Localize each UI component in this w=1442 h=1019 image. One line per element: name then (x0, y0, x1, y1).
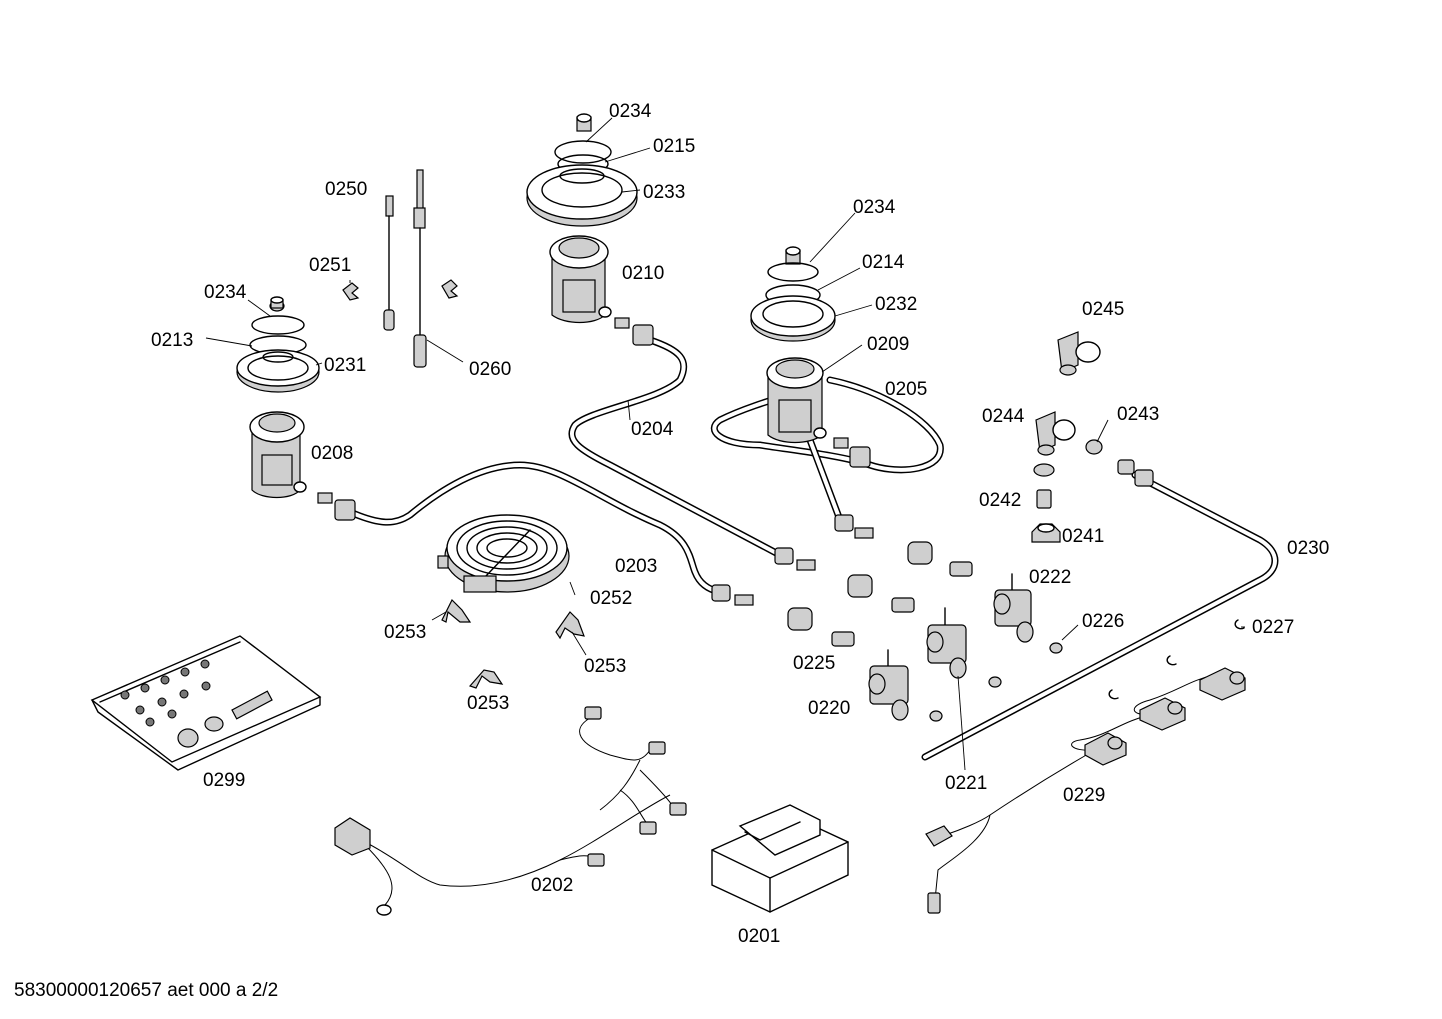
label-0241: 0241 (1062, 526, 1104, 547)
burner-plate-0233 (526, 164, 638, 227)
injector-0234-top (576, 113, 592, 132)
burner-body-0209 (766, 357, 827, 444)
label-0232: 0232 (875, 294, 917, 315)
seal-ring-0214 (767, 262, 819, 282)
leader-lines (205, 117, 1245, 771)
label-0260: 0260 (469, 359, 511, 380)
injector-0234-right (785, 246, 801, 265)
label-0253-a: 0253 (384, 622, 426, 643)
ignition-electrode-0250 (383, 195, 395, 331)
circlip-1 (1166, 655, 1177, 666)
burner-body-0210 (549, 235, 612, 324)
elbow-fitting-0245 (1057, 331, 1101, 376)
label-0234-top: 0234 (609, 101, 652, 122)
sleeve-nut-1 (907, 541, 933, 565)
spring-clip-0253-a (441, 598, 472, 623)
connector-0204-top (614, 317, 654, 346)
gas-tap-0221 (926, 607, 967, 679)
pipe-end-0230 (1117, 459, 1154, 487)
label-0245: 0245 (1082, 299, 1124, 320)
gas-tap-0220 (868, 649, 909, 721)
gas-pipe-0230 (921, 471, 1279, 761)
burner-body-0208 (249, 411, 307, 499)
label-0205: 0205 (885, 379, 927, 400)
label-0234-left: 0234 (204, 282, 247, 303)
label-0253-c: 0253 (467, 693, 509, 714)
label-0229: 0229 (1063, 785, 1105, 806)
sleeve-nut-2 (847, 574, 873, 598)
label-0251: 0251 (309, 255, 351, 276)
oring-2 (929, 710, 943, 722)
label-0244: 0244 (982, 406, 1025, 427)
gas-tap-0222 (993, 573, 1034, 643)
label-0221: 0221 (945, 773, 987, 794)
spark-generator-0201 (711, 804, 849, 913)
label-0208: 0208 (311, 443, 353, 464)
label-0220: 0220 (808, 698, 850, 719)
label-0252: 0252 (590, 588, 632, 609)
nut-0241 (1031, 523, 1061, 543)
label-0203: 0203 (615, 556, 657, 577)
label-0213: 0213 (151, 330, 193, 351)
gas-pipe-0205 (710, 376, 944, 524)
label-0214: 0214 (862, 252, 905, 273)
oring-0226 (1049, 642, 1063, 654)
oring-1 (988, 676, 1002, 688)
label-0230: 0230 (1287, 538, 1329, 559)
thermocouple-0260 (413, 169, 427, 368)
hotplate-0252 (437, 514, 570, 593)
ignition-switch-harness-0229 (925, 667, 1246, 914)
seal-ring-0213 (251, 315, 305, 335)
connector-0204-end (774, 547, 816, 571)
label-0243: 0243 (1117, 404, 1159, 425)
label-0250: 0250 (325, 179, 367, 200)
burner-plate-0231 (236, 349, 320, 393)
connector-0203 (317, 492, 356, 521)
clip-0251-right (441, 279, 459, 299)
label-0226: 0226 (1082, 611, 1124, 632)
label-0227: 0227 (1252, 617, 1294, 638)
label-0204: 0204 (631, 419, 674, 440)
label-0209: 0209 (867, 334, 909, 355)
document-id-footer: 58300000120657 aet 000 a 2/2 (14, 980, 279, 1001)
nozzle-2 (891, 597, 915, 613)
injector-0234-left (269, 296, 285, 312)
connector-0205-end (834, 514, 874, 539)
label-0222: 0222 (1029, 567, 1071, 588)
label-0234-right: 0234 (853, 197, 896, 218)
washer-0242-ring (1033, 463, 1055, 477)
nozzle-1 (949, 561, 973, 577)
spring-clip-0253-c (468, 669, 504, 689)
connector-0203-end (711, 584, 754, 606)
label-0242: 0242 (979, 490, 1021, 511)
gas-pipe-0204 (568, 336, 784, 559)
sleeve-nut-3 (787, 607, 813, 631)
label-0299: 0299 (203, 770, 245, 791)
label-0215: 0215 (653, 136, 695, 157)
connector-0205 (833, 437, 871, 468)
gas-pipe-0203 (346, 461, 724, 596)
elbow-fitting-0244 (1035, 411, 1076, 456)
label-0231: 0231 (324, 355, 366, 376)
spring-clip-0253-b (555, 611, 585, 640)
circlip-0227 (1234, 619, 1245, 630)
burner-plate-0232 (750, 295, 836, 342)
wiring-harness-0202 (334, 706, 687, 916)
label-0233: 0233 (643, 182, 685, 203)
clip-0251-left (342, 282, 360, 301)
nipple-0242 (1036, 489, 1052, 509)
label-0210: 0210 (622, 263, 664, 284)
part-labels: 0234 0215 0233 0250 0210 0234 0214 0232 … (151, 101, 1329, 947)
label-0202: 0202 (531, 875, 573, 896)
nozzle-0225 (831, 631, 855, 647)
label-0225: 0225 (793, 653, 835, 674)
seal-ring-0215 (554, 140, 612, 164)
washer-0243 (1085, 439, 1103, 455)
circlip-2 (1108, 689, 1119, 700)
spare-parts-bag-0299 (90, 635, 322, 771)
label-0253-b: 0253 (584, 656, 626, 677)
label-0201: 0201 (738, 926, 780, 947)
